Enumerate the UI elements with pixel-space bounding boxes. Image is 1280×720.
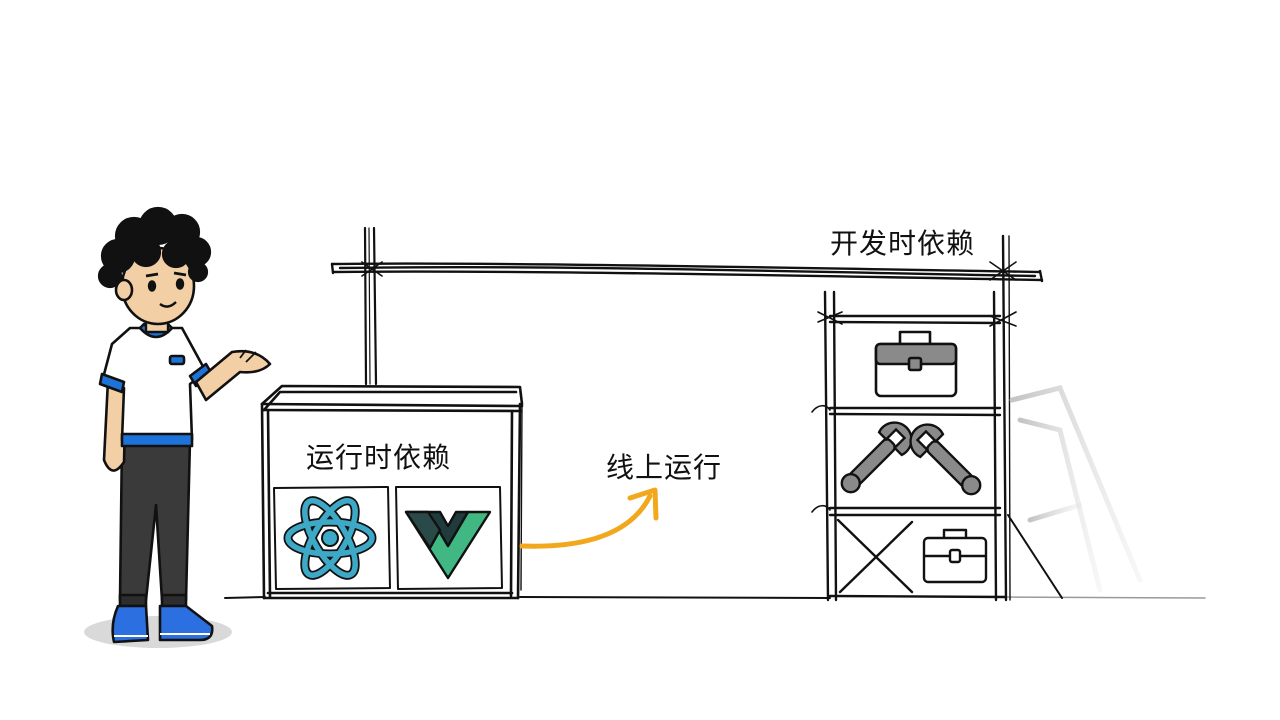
toolbox-icon: [874, 330, 958, 398]
character-left-arm: [102, 378, 128, 472]
character-hair: [97, 206, 212, 289]
character-right-arm: [194, 349, 272, 402]
online-arrow: [519, 487, 659, 549]
wrench-icon: [840, 421, 913, 494]
top-beam: [330, 262, 1044, 283]
character: [84, 206, 272, 648]
character-pants: [118, 438, 192, 608]
ground-line: [224, 596, 1206, 599]
small-toolbox-icon: [922, 528, 988, 584]
character-shoes: [111, 604, 214, 644]
left-post: [361, 226, 383, 386]
vue-logo-icon: [404, 510, 492, 580]
runtime-box: [260, 384, 524, 600]
dev-deps-label: 开发时依赖: [830, 227, 976, 260]
react-logo-color: [285, 498, 375, 578]
character-shirt: [98, 322, 214, 448]
dev-shelf: [811, 234, 1063, 602]
character-face: [145, 271, 187, 308]
online-run-label: 线上运行: [606, 451, 723, 484]
faded-sketch: [1009, 385, 1143, 593]
runtime-deps-label: 运行时依赖: [306, 441, 452, 474]
wrench-icon-2: [909, 423, 982, 496]
